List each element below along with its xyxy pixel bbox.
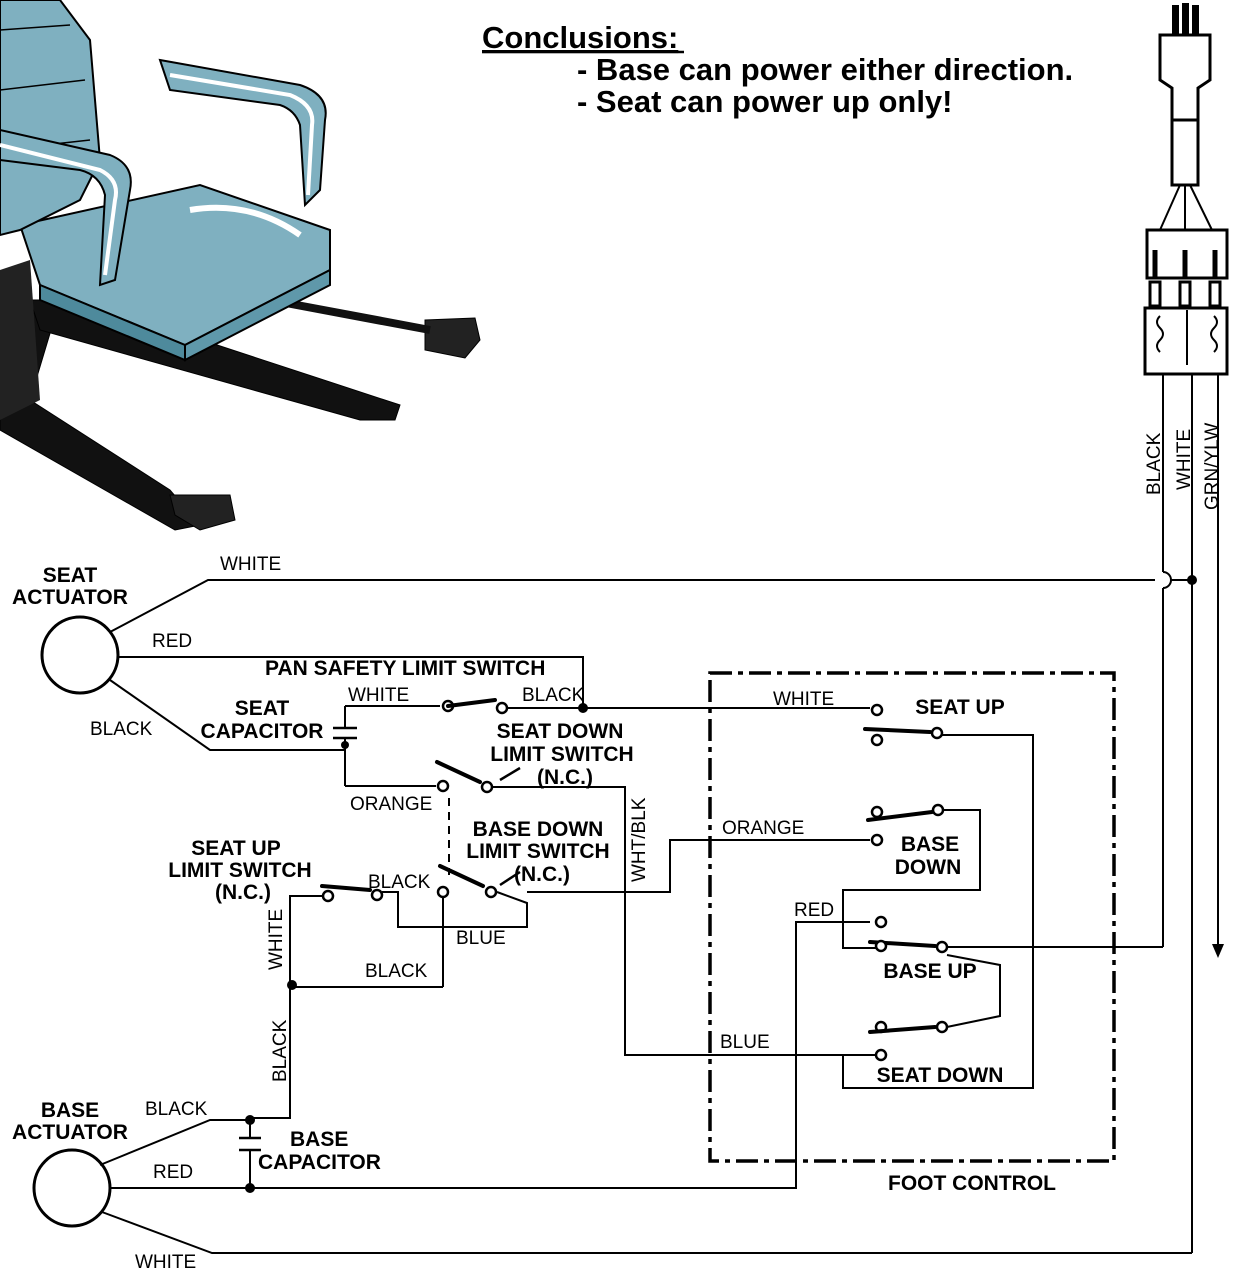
cord-label-white: WHITE: [1174, 429, 1195, 490]
base-down-limit-label-2: LIMIT SWITCH: [466, 840, 609, 863]
wire-label-wht-blk: WHT/BLK: [629, 797, 650, 882]
seat-capacitor-label-1: SEAT: [235, 697, 290, 720]
wire-label-black-lower: BLACK: [365, 961, 428, 982]
base-up-switch-label: BASE UP: [883, 960, 976, 983]
seat-actuator-motor: [40, 615, 120, 695]
wire-label-white-pan: WHITE: [348, 685, 409, 706]
wire-label-red-seat: RED: [152, 631, 192, 652]
power-plug: [1143, 3, 1229, 376]
wire-label-black-pan: BLACK: [522, 685, 585, 706]
base-down-limit-label-3: (N.C.): [514, 863, 570, 886]
wire-label-blue-fc: BLUE: [720, 1032, 770, 1053]
base-down-limit-label-1: BASE DOWN: [473, 818, 604, 841]
base-down-switch-label-1: BASE: [901, 833, 959, 856]
wire-label-white-vert: WHITE: [266, 909, 287, 970]
base-capacitor-label-2: CAPACITOR: [258, 1151, 381, 1174]
pan-safety-label: PAN SAFETY LIMIT SWITCH: [265, 657, 545, 680]
seat-up-limit-label-1: SEAT UP: [191, 837, 280, 860]
seat-up-switch-label: SEAT UP: [915, 696, 1004, 719]
wire-label-black-base: BLACK: [145, 1099, 208, 1120]
conclusion-line-1: - Base can power either direction.: [577, 52, 1073, 87]
wire-label-white-fc: WHITE: [773, 689, 834, 710]
seat-down-switch-label: SEAT DOWN: [877, 1064, 1004, 1087]
wire-label-black-vert: BLACK: [270, 1019, 291, 1082]
foot-control-box: [708, 671, 1116, 1163]
conclusion-line-2: - Seat can power up only!: [577, 84, 953, 119]
seat-down-limit-label-1: SEAT DOWN: [497, 720, 624, 743]
seat-up-limit-label-3: (N.C.): [215, 881, 271, 904]
base-actuator-motor: [32, 1148, 112, 1228]
conclusions-heading: Conclusions:: [482, 20, 678, 55]
wire-label-orange-fc: ORANGE: [722, 818, 804, 839]
wire-label-blue-limit: BLUE: [456, 928, 506, 949]
cord-label-grn-ylw: GRN/YLW: [1202, 423, 1223, 510]
wire-label-white-base: WHITE: [135, 1252, 196, 1273]
wire-label-red-fc: RED: [794, 900, 834, 921]
base-actuator-label-2: ACTUATOR: [12, 1121, 128, 1144]
foot-control-label: FOOT CONTROL: [888, 1172, 1056, 1195]
seat-down-limit-label-2: LIMIT SWITCH: [490, 743, 633, 766]
seat-actuator-label-2: ACTUATOR: [12, 586, 128, 609]
cord-label-black: BLACK: [1144, 432, 1165, 495]
seat-up-limit-label-2: LIMIT SWITCH: [168, 859, 311, 882]
wire-label-white-seat: WHITE: [220, 554, 281, 575]
seat-down-limit-label-3: (N.C.): [537, 766, 593, 789]
base-capacitor-label-1: BASE: [290, 1128, 348, 1151]
seat-capacitor-label-2: CAPACITOR: [201, 720, 324, 743]
wire-label-red-base: RED: [153, 1162, 193, 1183]
base-actuator-label-1: BASE: [41, 1099, 99, 1122]
wire-label-orange-seat: ORANGE: [350, 794, 432, 815]
wire-label-black-seat: BLACK: [90, 719, 153, 740]
base-down-switch-label-2: DOWN: [895, 856, 962, 879]
seat-actuator-label-1: SEAT: [43, 564, 98, 587]
chair-illustration: [0, 0, 481, 531]
wire-label-black-seat-up: BLACK: [368, 872, 431, 893]
